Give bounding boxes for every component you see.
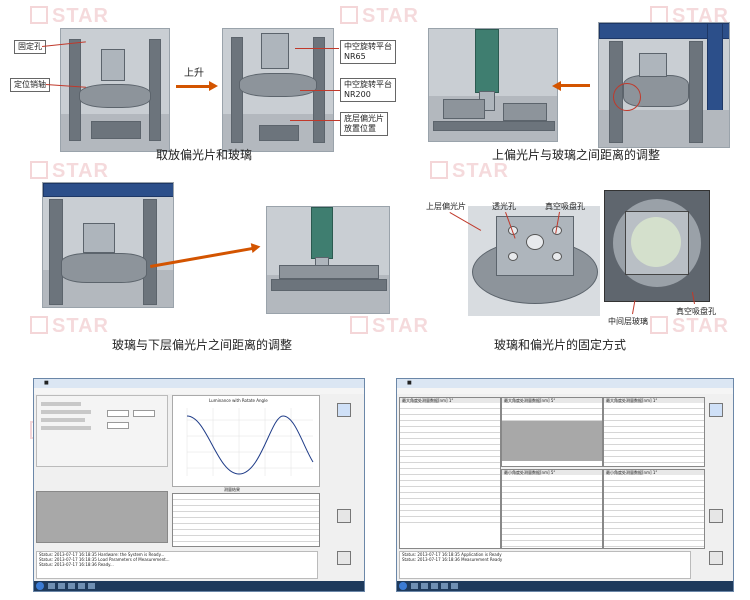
status-log: Status: 2013-07-17 16:18:35 Hardware: th… xyxy=(36,551,318,579)
gray-preview-area xyxy=(36,491,168,543)
parameter-panel[interactable] xyxy=(36,395,168,467)
label-vacuum-hole-top: 真空吸盘孔 xyxy=(545,202,585,211)
result-table[interactable] xyxy=(172,493,320,547)
label-middle-glass: 中间层玻璃 xyxy=(608,317,648,326)
label-vacuum-hole-bottom: 真空吸盘孔 xyxy=(676,307,716,316)
caption-pick-place: 取放偏光片和玻璃 xyxy=(156,148,253,162)
label-rotary-nr65: 中空旋转平台 NR65 xyxy=(340,40,396,64)
cad-render-raised xyxy=(222,28,334,152)
window-titlebar: ■ xyxy=(34,379,364,388)
start-button[interactable] xyxy=(399,582,407,590)
data-table-5[interactable]: 最小角度处测量数据[nm] 1° xyxy=(603,469,705,549)
software-window-luminance: ■ Luminance with Rotate Angle 测量结果 Statu… xyxy=(33,378,365,592)
label-fixing-hole: 固定孔 xyxy=(14,40,46,54)
window-titlebar: ■ xyxy=(397,379,733,388)
result-table-title: 测量结果 xyxy=(224,487,240,492)
data-table-3[interactable]: 最大角度处测量数据[nm] 1° xyxy=(603,397,705,467)
cad-render-machine-lower xyxy=(42,182,174,308)
cad-render-glass-holder xyxy=(604,190,710,302)
watermark-logo: STAR xyxy=(30,315,109,338)
data-table-4[interactable]: 最小角度处测量数据[nm] 5° xyxy=(501,469,603,549)
menu-bar[interactable] xyxy=(397,388,733,394)
taskbar[interactable] xyxy=(397,581,733,591)
cad-render-polarizer-plate xyxy=(468,206,600,316)
cad-render-lowered xyxy=(60,28,170,152)
label-locating-pin: 定位销轴 xyxy=(10,78,50,92)
luminance-chart: Luminance with Rotate Angle xyxy=(172,395,320,487)
data-table-2[interactable]: 最大角度处测量数据[nm] 5° xyxy=(501,397,603,467)
detail-arrow xyxy=(560,84,590,87)
software-window-measurement: ■ 最大角度处测量数据[nm] 1° 最大角度处测量数据[nm] 5° 最大角度… xyxy=(396,378,734,592)
luminance-curve xyxy=(186,408,314,476)
watermark-logo: STAR xyxy=(430,160,509,183)
raise-arrow xyxy=(176,81,218,91)
label-light-hole: 透光孔 xyxy=(492,202,516,211)
label-rotary-nr200: 中空旋转平台 NR200 xyxy=(340,78,396,102)
side-exit-button[interactable] xyxy=(709,551,723,565)
label-raise: 上升 xyxy=(184,68,204,79)
caption-fixing-method: 玻璃和偏光片的固定方式 xyxy=(494,338,627,352)
taskbar[interactable] xyxy=(34,581,364,591)
side-info-button[interactable] xyxy=(709,403,723,417)
start-button[interactable] xyxy=(36,582,44,590)
side-save-button[interactable] xyxy=(337,509,351,523)
side-save-button[interactable] xyxy=(709,509,723,523)
chart-title: Luminance with Rotate Angle xyxy=(209,398,268,403)
watermark-logo: STAR xyxy=(650,315,729,338)
cad-render-machine-overview xyxy=(598,22,730,148)
cad-render-closeup-upper xyxy=(428,28,558,142)
label-upper-polarizer: 上层偏光片 xyxy=(426,202,466,211)
label-bottom-polarizer-position: 底层偏光片 放置位置 xyxy=(340,112,388,136)
watermark-logo: STAR xyxy=(30,5,109,28)
caption-upper-polarizer: 上偏光片与玻璃之间距离的调整 xyxy=(492,148,661,162)
side-info-button[interactable] xyxy=(337,403,351,417)
watermark-logo: STAR xyxy=(30,160,109,183)
caption-lower-polarizer: 玻璃与下层偏光片之间距离的调整 xyxy=(112,338,293,352)
side-exit-button[interactable] xyxy=(337,551,351,565)
data-table-1[interactable]: 最大角度处测量数据[nm] 1° xyxy=(399,397,501,549)
status-log: Status: 2013-07-17 16:18:35 Application … xyxy=(399,551,691,579)
menu-bar[interactable] xyxy=(34,388,364,394)
watermark-logo: STAR xyxy=(340,5,419,28)
watermark-logo: STAR xyxy=(350,315,429,338)
cad-render-closeup-lower xyxy=(266,206,390,314)
